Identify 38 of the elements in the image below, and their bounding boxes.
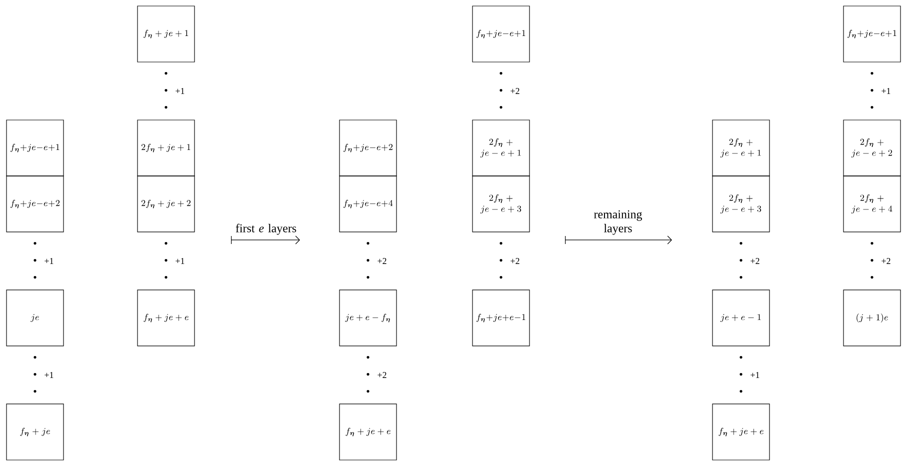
layer-box: $f_{\boldsymbol{\eta}}+je-e+1$: [6, 120, 64, 176]
arrow-label: remaining layers: [594, 210, 642, 235]
layer-box: $f_{\boldsymbol{\eta}}+je$: [6, 404, 64, 460]
layer-box: $f_{\boldsymbol{\eta}}+je+1$: [137, 6, 195, 62]
layer-box: $f_{\boldsymbol{\eta}}+je+e-1$: [472, 290, 530, 346]
edge-label: +2: [378, 258, 386, 264]
layer-box: $2f_{\boldsymbol{\eta}}+je-e+3$: [472, 176, 530, 232]
edge-label: +2: [750, 258, 760, 264]
layer-box: $(j+1)e$: [843, 290, 901, 346]
layer-box: $f_{\boldsymbol{\eta}}+je+e$: [137, 290, 195, 346]
layer-box: $je$: [6, 290, 64, 346]
edge-label: +2: [510, 258, 520, 264]
layer-box: $f_{\boldsymbol{\eta}}+je-e+4$: [339, 176, 397, 232]
layer-box: $2f_{\boldsymbol{\eta}}+je-e+4$: [843, 176, 901, 232]
layer-box: $f_{\boldsymbol{\eta}}+je+e$: [339, 404, 397, 460]
edge-label: +1: [176, 258, 184, 264]
layer-box: $f_{\boldsymbol{\eta}}+je-e+1$: [843, 6, 901, 62]
layer-box: $f_{\boldsymbol{\eta}}+je-e+2$: [6, 176, 64, 232]
edge-label: +1: [44, 258, 54, 264]
layer-box: $2f_{\boldsymbol{\eta}}+je-e+1$: [472, 120, 530, 176]
layer-box: $je+e-f_{\boldsymbol{\eta}}$: [339, 290, 397, 346]
layer-box: $f_{\boldsymbol{\eta}}+je+e$: [712, 404, 770, 460]
layer-box: $2f_{\boldsymbol{\eta}}+je+1$: [137, 120, 195, 176]
edge-label: +1: [750, 372, 760, 378]
edge-label: +1: [176, 88, 184, 94]
layer-box: $f_{\boldsymbol{\eta}}+je-e+1$: [472, 6, 530, 62]
layer-box: $je+e-1$: [712, 290, 770, 346]
layer-box: $2f_{\boldsymbol{\eta}}+je-e+3$: [712, 176, 770, 232]
layer-box: $f_{\boldsymbol{\eta}}+je-e+2$: [339, 120, 397, 176]
layer-box: $2f_{\boldsymbol{\eta}}+je+2$: [137, 176, 195, 232]
edge-label: +1: [44, 372, 54, 378]
layer-box: $2f_{\boldsymbol{\eta}}+je-e+1$: [712, 120, 770, 176]
edge-label: +2: [882, 258, 890, 264]
edge-label: +1: [882, 88, 890, 94]
edge-label: +2: [510, 88, 520, 94]
layer-box: $2f_{\boldsymbol{\eta}}+je-e+2$: [843, 120, 901, 176]
edge-label: +2: [378, 372, 386, 378]
arrow-label: first e layers: [236, 224, 296, 235]
